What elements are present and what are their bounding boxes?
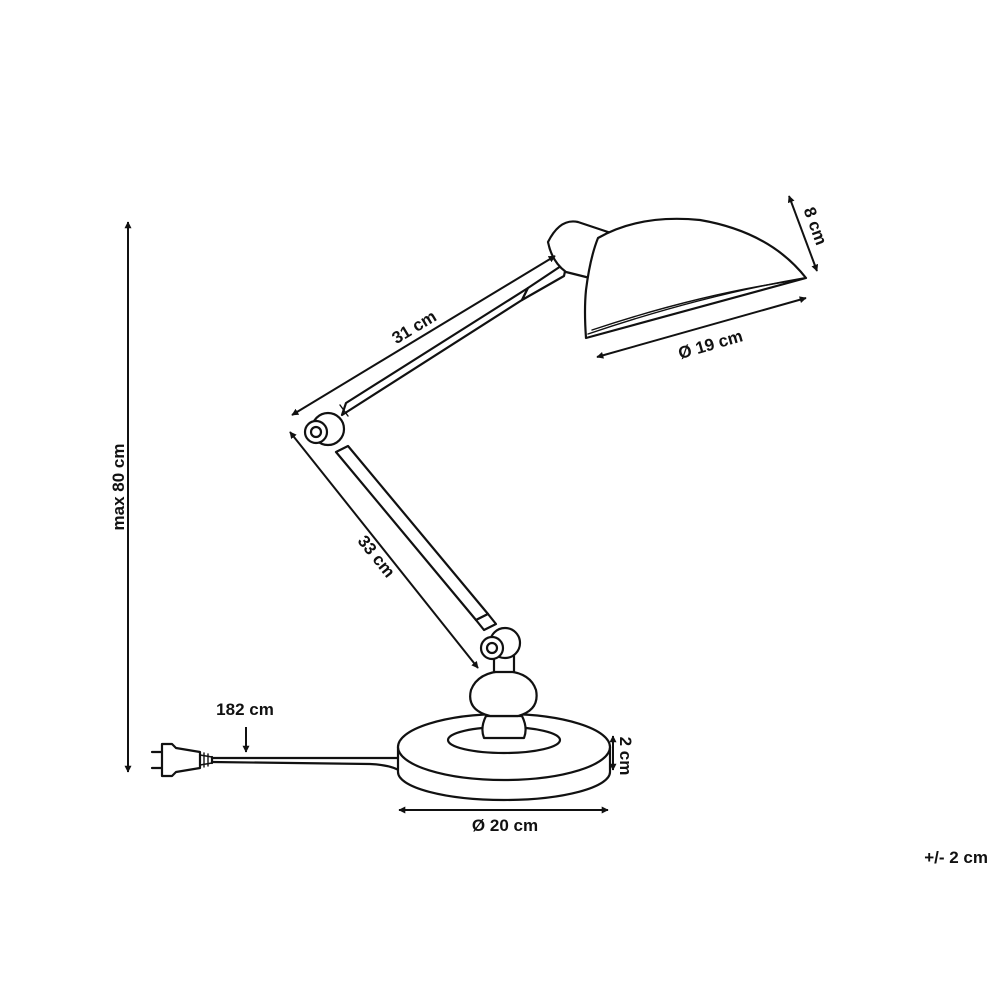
dim-lower-arm-line [289, 431, 479, 669]
dim-upper-arm-line [291, 255, 556, 416]
dim-shade-diameter-line [596, 296, 807, 359]
upper-arm [339, 260, 569, 417]
label-base-diameter: Ø 20 cm [472, 816, 538, 835]
dim-shade-depth-line [787, 195, 819, 272]
elbow-joint [303, 411, 346, 447]
label-base-height: 2 cm [616, 737, 635, 776]
label-cable-length: 182 cm [216, 700, 274, 719]
dimension-lines [124, 195, 819, 814]
lamp-base [396, 712, 612, 802]
lower-joint [479, 626, 522, 661]
label-tolerance: +/- 2 cm [924, 848, 988, 867]
label-shade-depth: 8 cm [800, 205, 831, 248]
lamp-shade [546, 217, 808, 340]
label-height-max: max 80 cm [109, 444, 128, 531]
power-plug [150, 742, 214, 778]
power-cable-lower [210, 760, 404, 774]
